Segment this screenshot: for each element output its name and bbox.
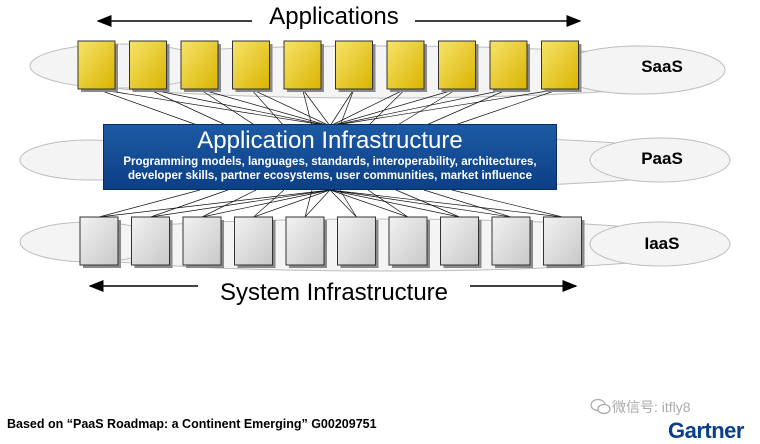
wechat-watermark: 微信号: itfly8 [612,399,691,415]
connector-line [201,189,257,218]
connector-line [395,189,460,218]
system-box [543,216,582,266]
connector-line [395,88,458,127]
connector-line [329,88,355,127]
saas-label: SaaS [641,57,683,76]
connector-line [302,88,331,127]
connector-line [329,189,357,218]
connector-line [329,189,460,218]
system-infrastructure-title: System Infrastructure [219,279,449,306]
system-box [131,216,170,266]
application-infrastructure-box: Application Infrastructure Programming m… [103,124,557,190]
connector-line [199,88,331,127]
application-box [232,40,270,90]
connector-line [329,189,512,218]
connector-line [367,189,409,218]
system-box [234,216,273,266]
connector-line [96,88,331,127]
connector-line [250,88,331,127]
connector-line [304,189,331,218]
connector-line [147,88,229,127]
connector-line [329,88,406,127]
connector-line [250,88,285,127]
application-boxes [77,40,582,92]
iaas-label: IaaS [644,234,680,253]
connector-line [304,189,313,218]
connector-lines [96,88,563,218]
system-box [79,216,119,266]
connector-line [199,88,257,127]
connector-line [147,88,331,127]
connector-line [150,189,331,218]
connector-line [329,88,509,127]
connector-line [451,189,563,218]
application-infrastructure-title: Application Infrastructure [197,127,463,154]
application-box [129,40,167,90]
connector-line [451,88,561,127]
connector-line [329,88,561,127]
system-box [491,216,531,266]
connector-line [150,189,229,218]
application-box [283,40,322,90]
connector-line [96,88,201,127]
paas-label: PaaS [641,149,683,168]
system-box [388,216,428,266]
connector-line [329,189,563,218]
connector-line [98,189,331,218]
application-box [438,40,476,90]
connector-line [253,189,285,218]
connector-line [302,88,313,127]
applications-title: Applications [269,3,399,30]
connector-line [253,189,331,218]
application-box [180,40,219,90]
system-box [337,216,376,266]
connector-line [423,88,509,127]
connector-line [329,88,458,127]
connector-line [201,189,331,218]
system-box [285,216,325,266]
connector-line [423,189,512,218]
connector-line [329,189,409,218]
wechat-icon [590,398,611,415]
connector-line [98,189,201,218]
infrastructure-desc-line-2: developer skills, partner ecosystems, us… [128,170,532,182]
application-box [489,40,528,90]
infrastructure-desc-line-1: Programming models, languages, standards… [123,156,537,168]
system-box [182,216,222,266]
gartner-logo: Gartner [668,418,744,443]
system-boxes [79,216,585,268]
connector-line [367,88,406,127]
application-box [77,40,116,90]
application-box [335,40,373,90]
system-box [440,216,479,266]
source-footnote: Based on “PaaS Roadmap: a Continent Emer… [7,417,377,431]
application-box [386,40,425,90]
application-box [541,40,579,90]
